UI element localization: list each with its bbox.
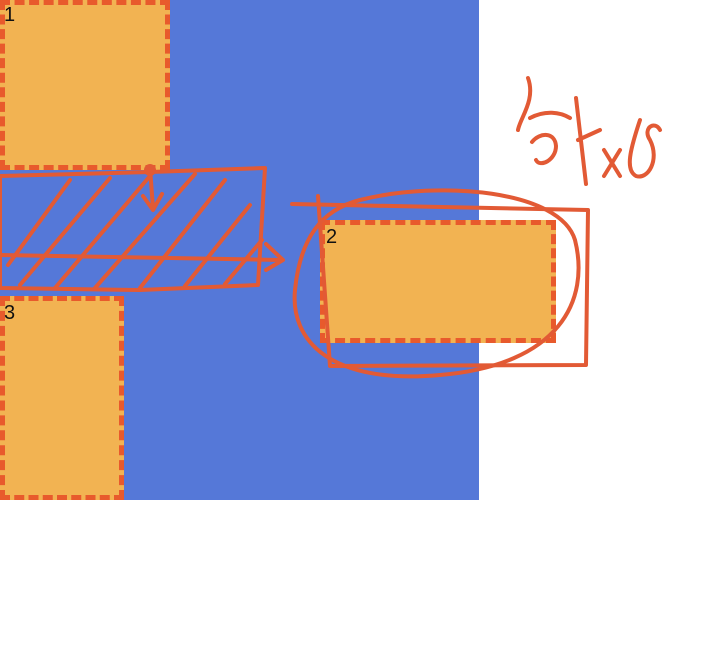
handwritten-glyph-1 [516,76,572,166]
box-2-label: 2 [326,226,338,248]
box-2[interactable] [320,220,556,343]
handwritten-glyph-3 [627,118,662,179]
box-1[interactable] [0,0,170,170]
box-3[interactable] [0,296,124,500]
handwritten-glyph-2 [574,96,622,186]
box-1-label: 1 [4,4,16,26]
box-3-label: 3 [4,302,16,324]
